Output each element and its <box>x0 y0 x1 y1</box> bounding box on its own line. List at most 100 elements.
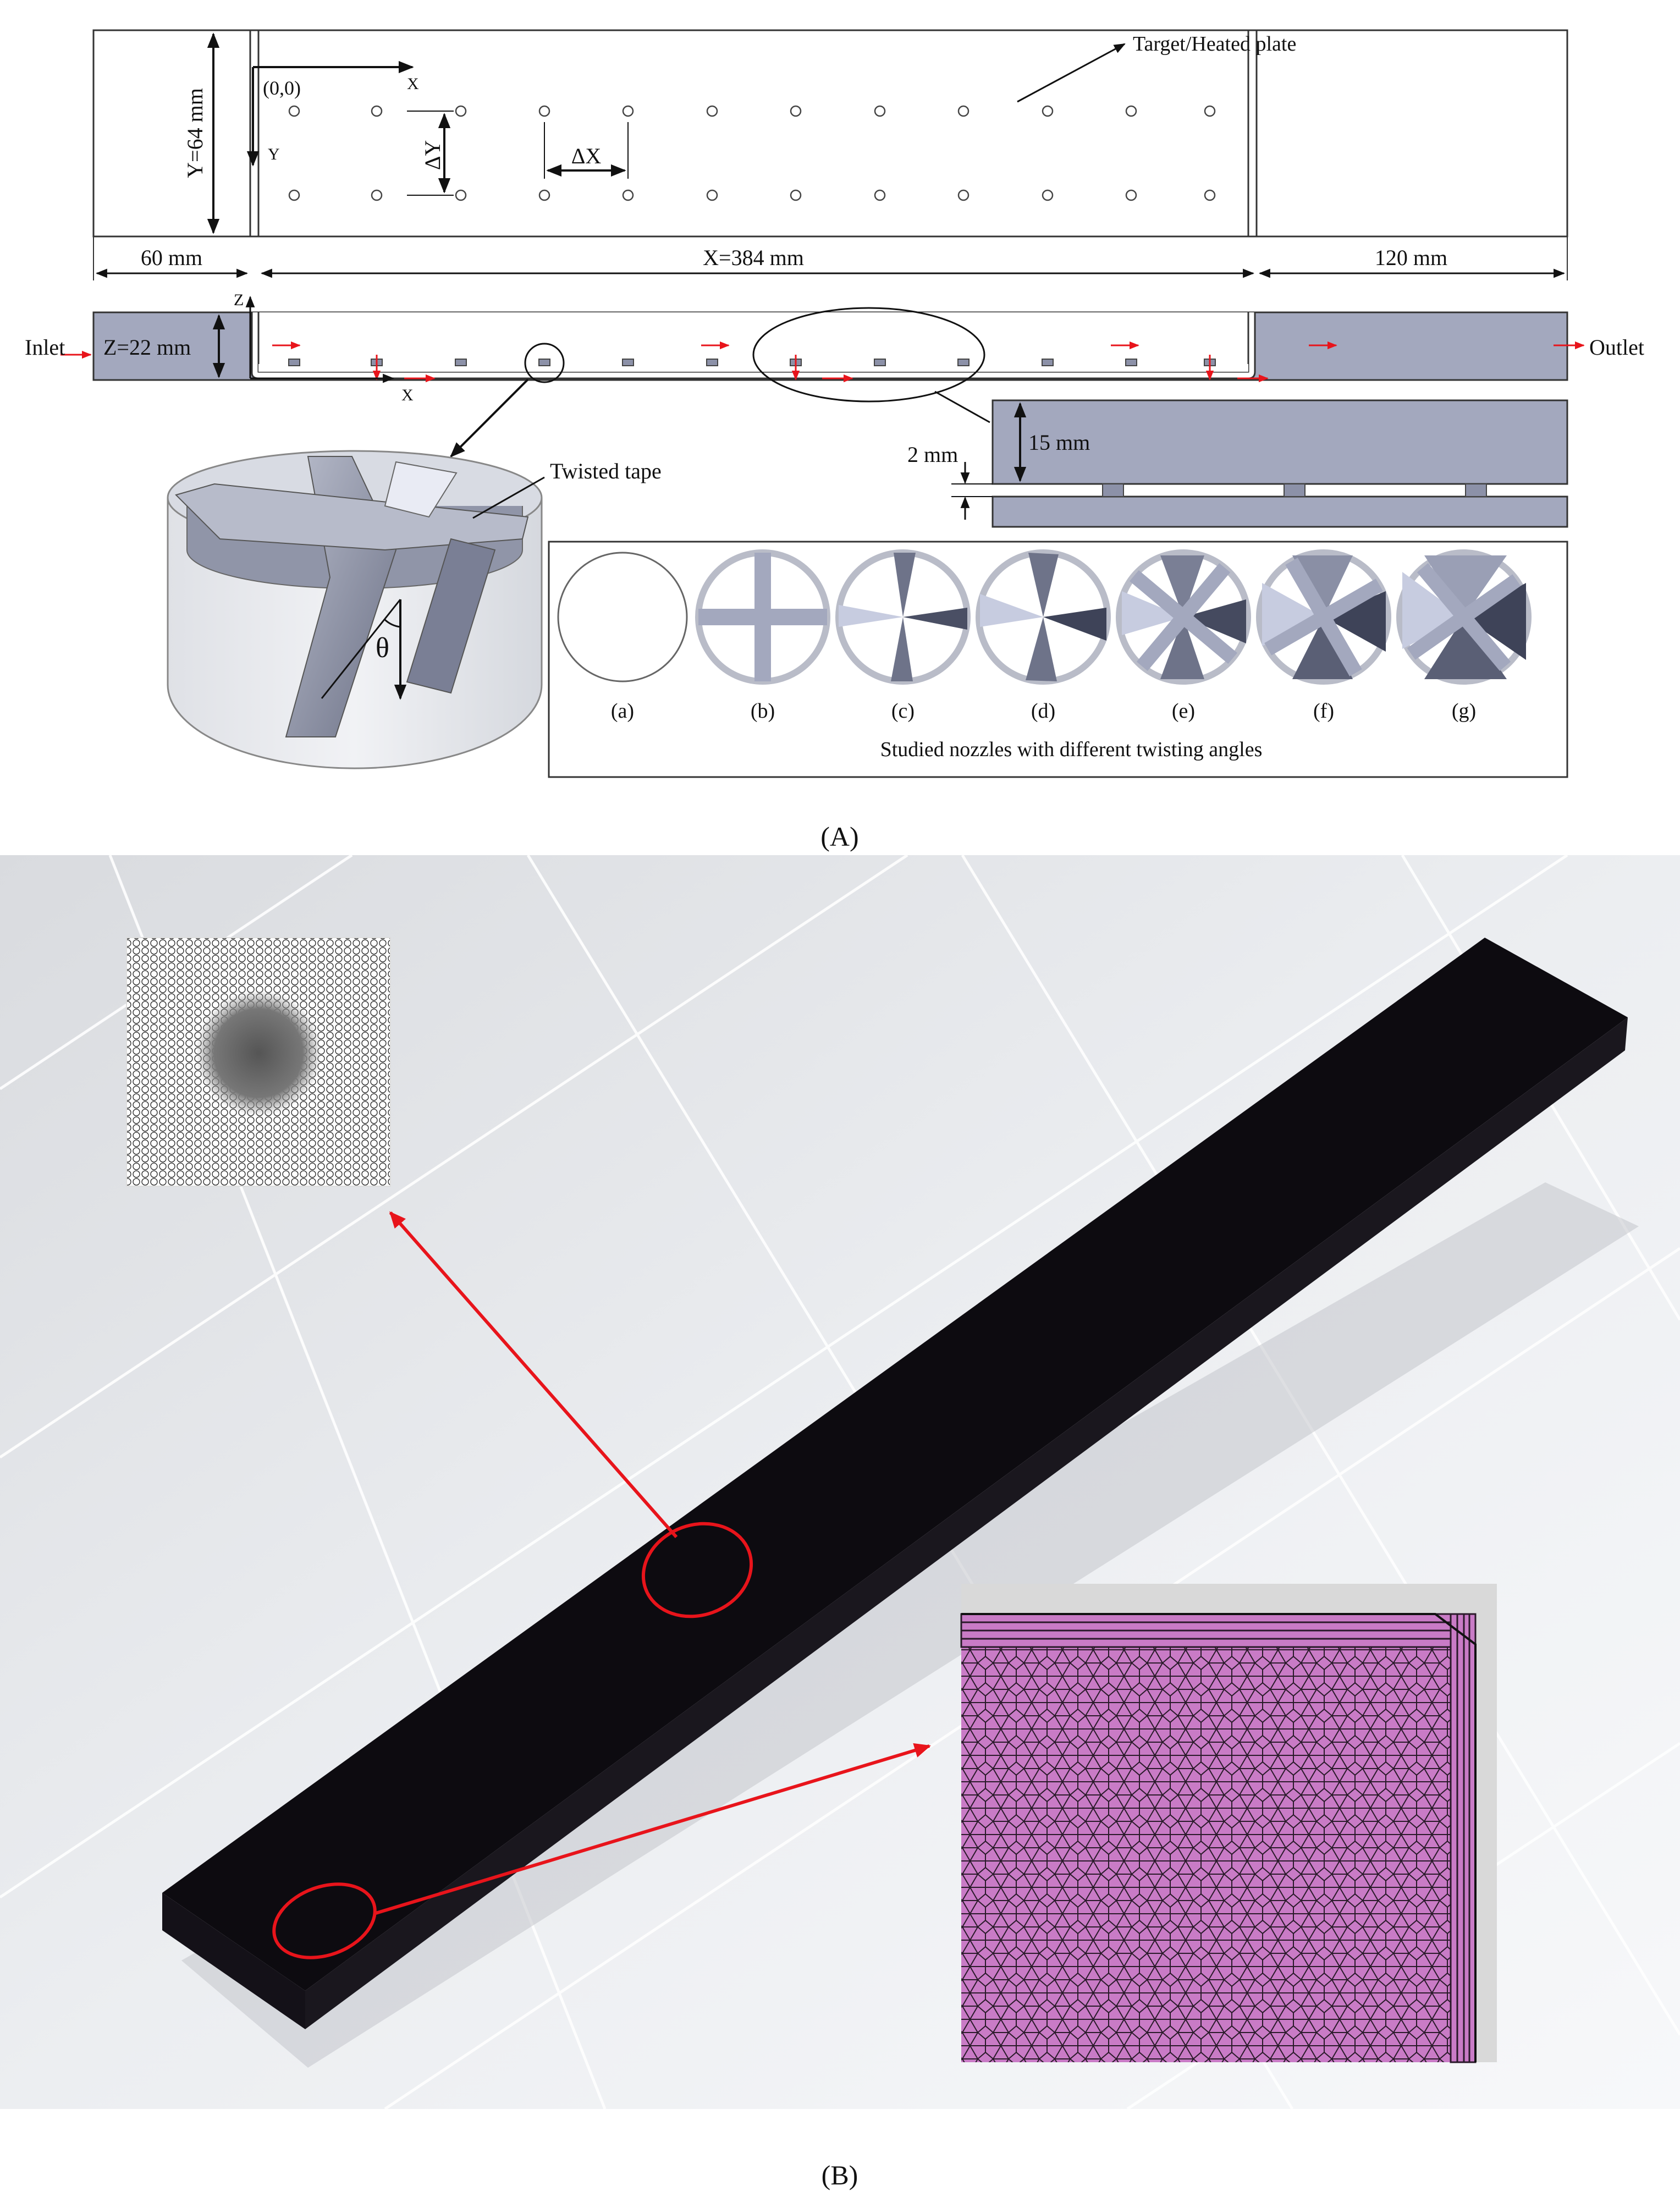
detail-view: 15 mm 2 mm <box>907 399 1568 528</box>
panel-a-label: (A) <box>820 821 858 852</box>
nozzle-blade <box>1262 583 1324 646</box>
jet-hole <box>874 105 886 117</box>
dy-label: ΔY <box>420 140 445 170</box>
nozzle-f <box>1256 549 1391 685</box>
grid-line <box>0 853 908 1459</box>
panel-a: (0,0) X Y <box>25 29 1644 852</box>
side-nozzle <box>874 359 886 366</box>
nozzle-blade <box>903 608 967 630</box>
nozzle-blade <box>1160 617 1204 679</box>
nozzle-label: (c) <box>891 700 915 723</box>
refined-mesh-zone <box>195 990 322 1116</box>
jet-hole <box>790 105 802 117</box>
zoom-leader-detail <box>934 390 990 423</box>
left-length-label: 60 mm <box>141 245 202 270</box>
zoom-ellipse-corner <box>272 1882 377 1959</box>
nozzle-vane <box>698 609 827 625</box>
nozzle-blade <box>1464 583 1526 660</box>
side-nozzle <box>538 359 550 366</box>
outlet-label: Outlet <box>1589 335 1644 360</box>
jet-hole <box>790 189 802 201</box>
nozzle-label: (b) <box>751 700 775 723</box>
detail-nozzle <box>1102 483 1124 497</box>
detail-nozzle <box>1284 483 1306 497</box>
side-z-axis-label: Z <box>234 291 244 309</box>
zoom-leader-nozzle <box>450 378 529 458</box>
zoom-arrow-surface <box>389 1211 678 1538</box>
side-nozzle <box>706 359 718 366</box>
nozzle-blade <box>1160 555 1204 617</box>
nozzle-blade <box>1402 572 1464 649</box>
block-side-face <box>305 1017 1628 2029</box>
z-dim-label: Z=22 mm <box>103 335 191 360</box>
jet-hole <box>1125 105 1137 117</box>
top-view-plate <box>92 29 1568 238</box>
jet-hole <box>622 189 634 201</box>
nozzle-vane <box>1285 558 1362 676</box>
tape-leader <box>472 476 545 519</box>
nozzle-d <box>976 549 1111 685</box>
nozzle-set: (a) (b) (c) (d) (e) (f) (g) Studied nozz… <box>548 541 1568 778</box>
nozzle-g <box>1396 549 1532 685</box>
corner-edge <box>961 1613 1477 2062</box>
side-nozzle <box>1042 359 1054 366</box>
nozzle-e <box>1116 549 1251 685</box>
top-y-axis-label: Y <box>268 145 280 163</box>
side-nozzle <box>455 359 467 366</box>
jet-hole <box>706 105 718 117</box>
nozzle-blade <box>1424 555 1507 617</box>
jet-hole <box>1204 189 1216 201</box>
nozzle-vane <box>1417 563 1511 671</box>
jet-hole <box>957 105 970 117</box>
jet-hole <box>288 189 300 201</box>
jet-hole <box>1204 105 1216 117</box>
pipe-white-strip <box>258 364 1248 372</box>
angle-label: θ <box>376 632 389 664</box>
jet-hole <box>371 105 383 117</box>
jet-hole <box>455 105 467 117</box>
jet-hole <box>371 189 383 201</box>
zoom-ellipse <box>752 307 985 403</box>
nozzle-blade <box>839 605 903 627</box>
jet-hole <box>874 189 886 201</box>
nozzle-c <box>835 549 971 685</box>
right-length-label: 120 mm <box>1375 245 1447 270</box>
block-front-face <box>162 1893 305 2029</box>
panel-b-label: (B) <box>822 2160 858 2190</box>
jet-hole <box>706 189 718 201</box>
nozzle-blade <box>1292 617 1353 679</box>
nozzle-label: (d) <box>1031 700 1055 723</box>
side-nozzle <box>957 359 970 366</box>
detail-nozzles <box>1102 483 1487 497</box>
target-leader-arrow <box>1017 43 1126 103</box>
nozzle-blade <box>1028 553 1059 617</box>
top-view: (0,0) X Y <box>92 29 1568 280</box>
nozzle-label: (e) <box>1172 700 1195 723</box>
mid-length-label: X=384 mm <box>703 245 804 270</box>
jet-hole <box>1125 189 1137 201</box>
nozzle-vane <box>1130 570 1237 664</box>
detail-upper-block <box>992 399 1568 485</box>
nozzle-blade <box>891 617 913 681</box>
angle-arc <box>384 619 401 628</box>
block-top-face <box>162 938 1628 1991</box>
dx-label: ΔX <box>571 144 602 168</box>
nozzle-blade <box>1122 591 1183 635</box>
nozzle-blade <box>1292 555 1353 617</box>
detail-nozzle <box>1465 483 1487 497</box>
boundary-layer-right <box>1450 1613 1477 2063</box>
side-view: Inlet Outlet Z=22 mm Z X <box>25 291 1644 458</box>
tape-blade-2 <box>175 483 529 551</box>
jet-hole <box>1042 105 1054 117</box>
corner-mesh-cells <box>961 1647 1451 2062</box>
boundary-layer-top <box>960 1613 1471 1648</box>
side-nozzle <box>288 359 300 366</box>
nozzle-blade <box>894 553 916 617</box>
nozzle-a-outline <box>557 552 688 682</box>
gap-label: 2 mm <box>907 442 958 467</box>
angle-incline-line <box>321 599 401 699</box>
zoom-circle <box>524 343 565 383</box>
nozzle-3d-view: Twisted tape θ <box>167 450 662 769</box>
nozzle-blade <box>1043 608 1106 641</box>
